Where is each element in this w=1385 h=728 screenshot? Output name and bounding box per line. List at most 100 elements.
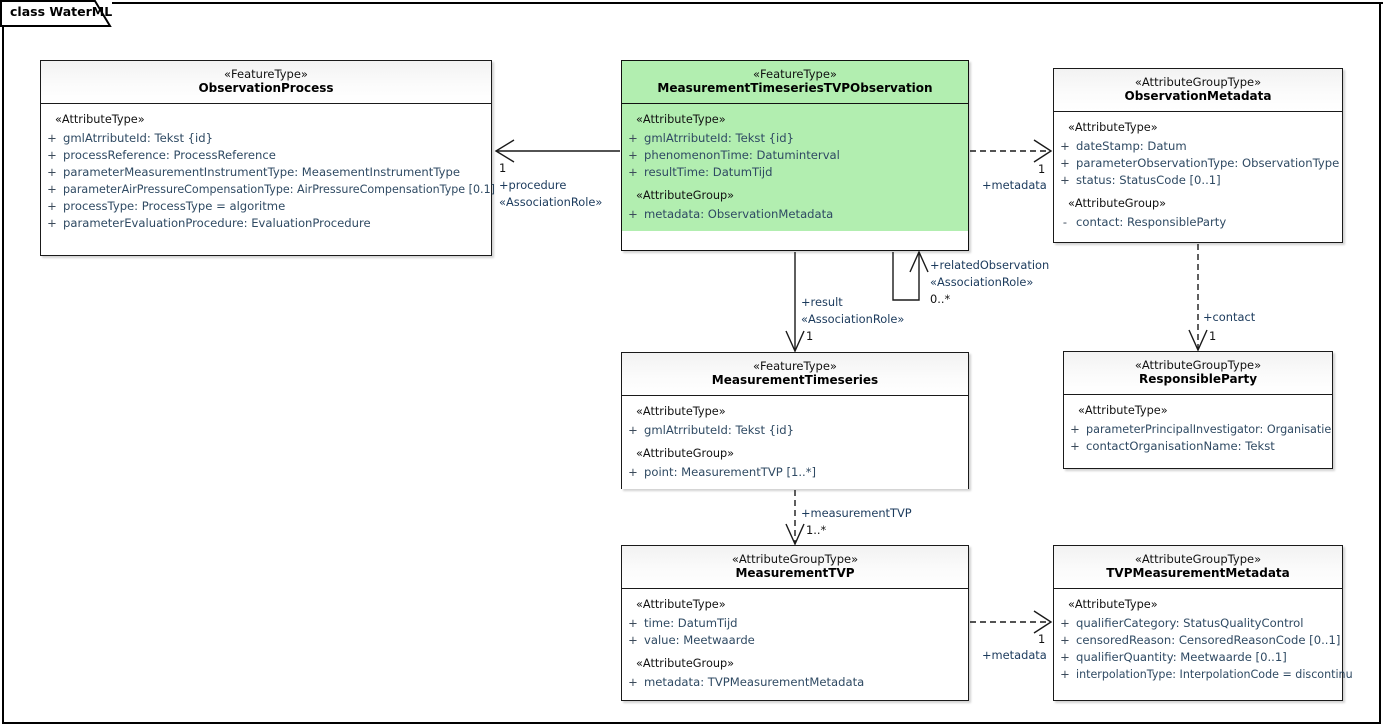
- connector-measurement-tvp-role: +measurementTVP: [801, 506, 912, 520]
- class-name: MeasurementTimeseriesTVPObservation: [657, 81, 933, 95]
- class-name: MeasurementTVP: [735, 566, 855, 580]
- class-header: «FeatureType» ObservationProcess: [41, 61, 491, 104]
- class-stereotype: «AttributeGroupType»: [731, 552, 859, 566]
- visibility-marker: +: [47, 216, 57, 230]
- attribute-text: parameterEvaluationProcedure: Evaluation…: [63, 216, 371, 230]
- connector-contact-multiplicity: 1: [1209, 329, 1217, 343]
- attribute-text: qualifierCategory: StatusQualityControl: [1076, 616, 1304, 630]
- connector-result-multiplicity: 1: [806, 329, 814, 343]
- class-name: ObservationMetadata: [1124, 89, 1272, 103]
- attribute-group-label: «AttributeGroup»: [636, 447, 735, 460]
- attribute-text: parameterAirPressureCompensationType: Ai…: [63, 183, 495, 196]
- attribute-group-label: «AttributeType»: [1068, 598, 1158, 611]
- class-header: «AttributeGroupType» ObservationMetadata: [1054, 69, 1342, 112]
- attribute-row: + parameterObservationType: ObservationT…: [1054, 155, 1342, 172]
- class-stereotype: «FeatureType»: [753, 359, 837, 373]
- attribute-text: phenomenonTime: Datuminterval: [644, 148, 840, 162]
- attribute-row: + gmlAtrributeId: Tekst {id}: [622, 422, 968, 439]
- class-observation-metadata[interactable]: «AttributeGroupType» ObservationMetadata…: [1053, 68, 1343, 243]
- class-stereotype: «AttributeGroupType»: [1134, 358, 1262, 372]
- attribute-row: + processType: ProcessType = algoritme: [41, 198, 491, 215]
- class-tvp-measurement-metadata[interactable]: «AttributeGroupType» TVPMeasurementMetad…: [1053, 545, 1353, 701]
- class-name: ResponsibleParty: [1138, 372, 1258, 386]
- class-measurement-tvp[interactable]: «AttributeGroupType» MeasurementTVP «Att…: [621, 545, 969, 701]
- connector-related-observation-role: +relatedObservation: [930, 258, 1050, 272]
- class-measurement-timeseries-tvp-observation[interactable]: «FeatureType» MeasurementTimeseriesTVPOb…: [621, 60, 969, 251]
- class-body: «AttributeType» + dateStamp: Datum + par…: [1054, 112, 1342, 239]
- connector-contact-role: +contact: [1203, 310, 1256, 324]
- attribute-row: + parameterAirPressureCompensationType: …: [41, 181, 495, 198]
- class-stereotype: «AttributeGroupType»: [1134, 552, 1262, 566]
- attribute-text: parameterMeasurementInstrumentType: Meas…: [63, 165, 460, 179]
- class-body: «AttributeType» + gmlAtrributeId: Tekst …: [622, 104, 968, 231]
- attribute-row: + dateStamp: Datum: [1054, 138, 1342, 155]
- attribute-text: processReference: ProcessReference: [63, 148, 276, 162]
- visibility-marker: +: [47, 182, 57, 196]
- connector-procedure-stereotype: «AssociationRole»: [499, 195, 603, 209]
- attribute-group-label: «AttributeType»: [636, 405, 726, 418]
- attribute-text: status: StatusCode [0..1]: [1076, 173, 1221, 187]
- diagram-frame-tab: class WaterML: [0, 0, 113, 27]
- attribute-group-label: «AttributeGroup»: [636, 657, 735, 670]
- attribute-row: + time: DatumTijd: [622, 615, 968, 632]
- visibility-marker: +: [47, 131, 57, 145]
- visibility-marker: +: [47, 148, 57, 162]
- attribute-group-label: «AttributeType»: [1078, 404, 1168, 417]
- class-measurement-timeseries[interactable]: «FeatureType» MeasurementTimeseries «Att…: [621, 352, 969, 489]
- connector-metadata-tvp-multiplicity: 1: [1038, 632, 1046, 646]
- visibility-marker: +: [47, 199, 57, 213]
- connector-related-observation-multiplicity: 0..*: [930, 292, 951, 306]
- visibility-marker: +: [1060, 616, 1070, 630]
- attribute-text: value: Meetwaarde: [644, 633, 755, 647]
- class-body: «AttributeType» + gmlAtrributeId: Tekst …: [41, 104, 495, 240]
- class-name: MeasurementTimeseries: [711, 373, 879, 387]
- attribute-text: time: DatumTijd: [644, 616, 738, 630]
- class-stereotype: «FeatureType»: [224, 67, 308, 81]
- attribute-row: + qualifierCategory: StatusQualityContro…: [1054, 615, 1342, 632]
- frame-top-border: [112, 2, 1383, 4]
- attribute-text: contactOrganisationName: Tekst: [1086, 439, 1275, 453]
- attribute-row: + contactOrganisationName: Tekst: [1064, 438, 1332, 455]
- class-body: «AttributeType» + time: DatumTijd + valu…: [622, 589, 968, 699]
- connector-related-observation-stereotype: «AssociationRole»: [930, 275, 1034, 289]
- attribute-text: gmlAtrributeId: Tekst {id}: [63, 131, 214, 145]
- connector-procedure-multiplicity: 1: [499, 161, 507, 175]
- visibility-marker: +: [628, 423, 638, 437]
- attribute-group-label: «AttributeType»: [55, 113, 145, 126]
- attribute-text: dateStamp: Datum: [1076, 139, 1187, 153]
- visibility-marker: +: [1060, 173, 1070, 187]
- attribute-row: + value: Meetwaarde: [622, 632, 968, 649]
- attribute-row: + metadata: TVPMeasurementMetadata: [622, 674, 968, 691]
- visibility-marker: +: [628, 616, 638, 630]
- attribute-text: interpolationType: InterpolationCode = d…: [1076, 668, 1353, 681]
- attribute-text: parameterObservationType: ObservationTyp…: [1076, 156, 1340, 170]
- visibility-marker: +: [628, 675, 638, 689]
- visibility-marker: +: [628, 131, 638, 145]
- visibility-marker: +: [1070, 439, 1080, 453]
- attribute-group-label: «AttributeType»: [636, 113, 726, 126]
- class-responsible-party[interactable]: «AttributeGroupType» ResponsibleParty «A…: [1063, 351, 1333, 469]
- visibility-marker: +: [1060, 156, 1070, 170]
- attribute-row: + metadata: ObservationMetadata: [622, 206, 968, 223]
- visibility-marker: +: [1060, 139, 1070, 153]
- visibility-marker: +: [628, 633, 638, 647]
- connector-metadata-tvp-role: +metadata: [982, 648, 1047, 662]
- attribute-text: gmlAtrributeId: Tekst {id}: [644, 131, 795, 145]
- class-observation-process[interactable]: «FeatureType» ObservationProcess «Attrib…: [40, 60, 495, 256]
- visibility-marker: +: [628, 207, 638, 221]
- attribute-row: + phenomenonTime: Datuminterval: [622, 147, 968, 164]
- attribute-row: + censoredReason: CensoredReasonCode [0.…: [1054, 632, 1342, 649]
- diagram-title: class WaterML: [10, 4, 113, 19]
- attribute-text: resultTime: DatumTijd: [644, 165, 773, 179]
- attribute-row: + processReference: ProcessReference: [41, 147, 491, 164]
- attribute-row: + interpolationType: InterpolationCode =…: [1054, 666, 1352, 683]
- visibility-marker: -: [1062, 215, 1068, 229]
- class-body: «AttributeType» + parameterPrincipalInve…: [1064, 395, 1332, 463]
- class-header: «AttributeGroupType» ResponsibleParty: [1064, 352, 1332, 395]
- class-name: ObservationProcess: [198, 81, 334, 95]
- class-header: «FeatureType» MeasurementTimeseries: [622, 353, 968, 396]
- attribute-text: qualifierQuantity: Meetwaarde [0..1]: [1076, 650, 1287, 664]
- class-name: TVPMeasurementMetadata: [1106, 566, 1290, 580]
- class-header: «AttributeGroupType» MeasurementTVP: [622, 546, 968, 589]
- class-body: «AttributeType» + qualifierCategory: Sta…: [1054, 589, 1353, 691]
